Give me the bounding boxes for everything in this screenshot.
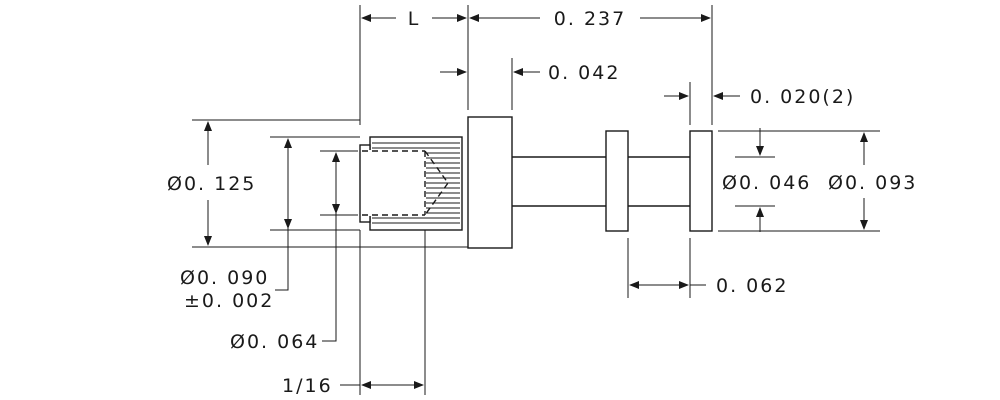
dim-knurl-length: 1/16: [282, 375, 333, 397]
part-outline: [359, 116, 713, 249]
dim-knurl-tolerance: ±0. 002: [184, 290, 274, 312]
dim-flange-diameter: Ø0. 093: [828, 172, 917, 194]
flange-2: [689, 130, 713, 232]
dim-overall-length: 0. 237: [554, 8, 626, 30]
shoulder: [467, 116, 513, 249]
dim-bore-diameter: Ø0. 064: [230, 331, 319, 353]
dim-length-L: L: [408, 8, 421, 30]
dimension-labels: L 0. 237 0. 042 0. 020(2) Ø0. 125 Ø0. 04…: [167, 8, 917, 397]
extension-lines: [192, 5, 880, 395]
dim-head-diameter: Ø0. 125: [167, 173, 256, 195]
dim-shoulder-width: 0. 042: [548, 62, 620, 84]
dim-flange-width: 0. 020(2): [750, 86, 855, 108]
flange-1: [605, 130, 629, 232]
dimension-lines: [204, 14, 868, 389]
dim-flange-spacing: 0. 062: [716, 275, 788, 297]
dim-knurl-diameter: Ø0. 090: [180, 267, 269, 289]
dim-shank-diameter: Ø0. 046: [722, 172, 811, 194]
hidden-bore: [362, 150, 449, 216]
